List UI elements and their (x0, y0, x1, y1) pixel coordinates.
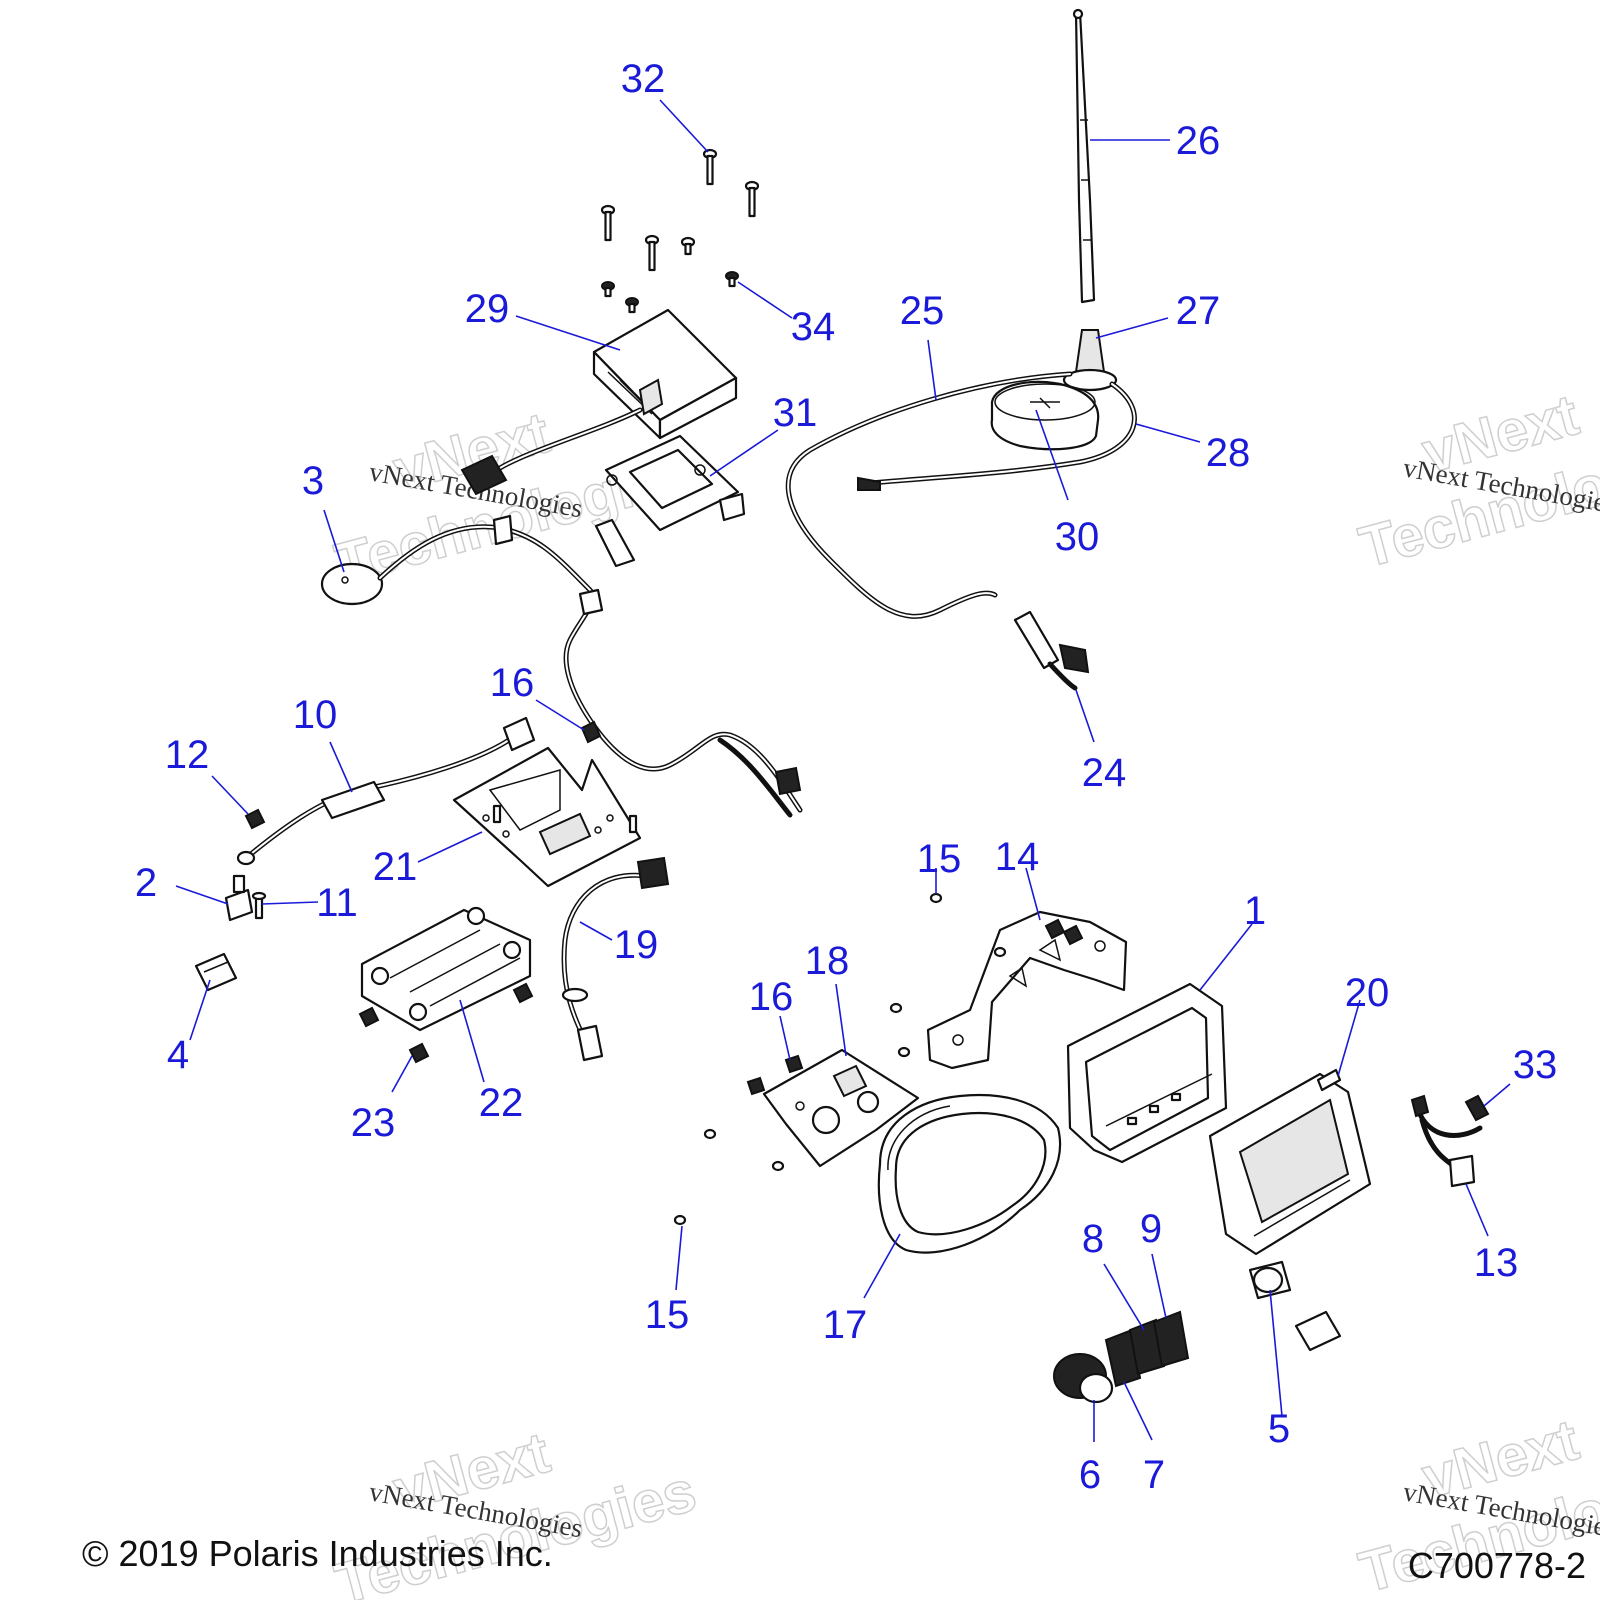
callout-labels: 1 2 3 4 5 6 7 8 9 10 11 12 13 14 15 15 1… (135, 57, 1557, 1497)
part-28-antenna-cable (857, 381, 1137, 491)
callout-19: 19 (614, 923, 659, 967)
part-31-module-bracket (594, 434, 746, 568)
part-1-display (1066, 982, 1228, 1164)
part-9-switch (1152, 1310, 1190, 1368)
callout-16: 16 (490, 661, 535, 705)
part-23-nuts (358, 982, 534, 1064)
part-34-nuts (601, 271, 739, 314)
part-24-coax-connector (1013, 610, 1090, 691)
part-7-switch (1104, 1328, 1142, 1388)
callout-34: 34 (791, 305, 836, 349)
callout-7: 7 (1143, 1453, 1165, 1497)
callout-10: 10 (293, 693, 338, 737)
part-3-sensor-harness (320, 514, 803, 818)
part-21-mounting-plate (452, 746, 642, 888)
callout-8: 8 (1082, 1217, 1104, 1261)
part-19-pigtail (561, 856, 670, 1062)
callout-18: 18 (805, 939, 850, 983)
part-10-cable (236, 716, 536, 866)
part-13-pigtail (1410, 1094, 1483, 1188)
callout-15: 15 (917, 837, 962, 881)
callout-1: 1 (1244, 889, 1266, 933)
callout-23: 23 (351, 1101, 396, 1145)
part-26-antenna-whip (1072, 8, 1096, 304)
part-32-bolts (600, 148, 760, 272)
callout-29: 29 (465, 287, 510, 331)
copyright-text: © 2019 Polaris Industries Inc. (82, 1533, 553, 1574)
part-30-gps-puck (990, 380, 1100, 451)
callout-26: 26 (1176, 119, 1221, 163)
callout-24: 24 (1082, 751, 1127, 795)
part-5-power-outlet (1248, 1260, 1342, 1352)
callout-9: 9 (1140, 1207, 1162, 1251)
callout-5: 5 (1268, 1407, 1290, 1451)
part-14-display-bracket (926, 910, 1128, 1070)
part-2-switch (224, 874, 254, 922)
part-22-control-unit (360, 906, 532, 1032)
callout-33: 33 (1513, 1043, 1558, 1087)
callout-25: 25 (900, 289, 945, 333)
part-16-nut-upper (580, 720, 602, 744)
callout-6: 6 (1079, 1453, 1101, 1497)
part-4-clip (194, 952, 238, 992)
part-20-display-bezel (1208, 1068, 1372, 1256)
part-11-screw (251, 891, 267, 920)
callout-4: 4 (167, 1033, 189, 1077)
callout-20: 20 (1345, 971, 1390, 1015)
part-27-antenna-base (1062, 329, 1118, 392)
callout-15: 15 (645, 1293, 690, 1337)
part-29-telematics-module (460, 308, 738, 496)
figure-code: C700778-2 (1408, 1545, 1586, 1586)
part-12-nut (244, 808, 266, 830)
part-33-plug (1464, 1094, 1490, 1122)
callout-21: 21 (373, 845, 418, 889)
callout-22: 22 (479, 1081, 524, 1125)
part-25-antenna-coax (785, 371, 1073, 619)
callout-30: 30 (1055, 515, 1100, 559)
callout-17: 17 (823, 1303, 868, 1347)
callout-11: 11 (316, 881, 358, 925)
part-6-knob (1053, 1353, 1114, 1404)
callout-3: 3 (302, 459, 324, 503)
callout-13: 13 (1474, 1241, 1519, 1285)
callout-31: 31 (773, 391, 818, 435)
callout-12: 12 (165, 733, 210, 777)
callout-16: 16 (749, 975, 794, 1019)
part-17-gauge-cluster (877, 1093, 1062, 1254)
callout-28: 28 (1206, 431, 1251, 475)
leader-lines (175, 99, 1511, 1442)
callout-14: 14 (995, 835, 1040, 879)
callout-32: 32 (621, 57, 666, 101)
part-18-gauge-bracket (746, 1048, 920, 1168)
callout-27: 27 (1176, 289, 1221, 333)
callout-2: 2 (135, 861, 157, 905)
